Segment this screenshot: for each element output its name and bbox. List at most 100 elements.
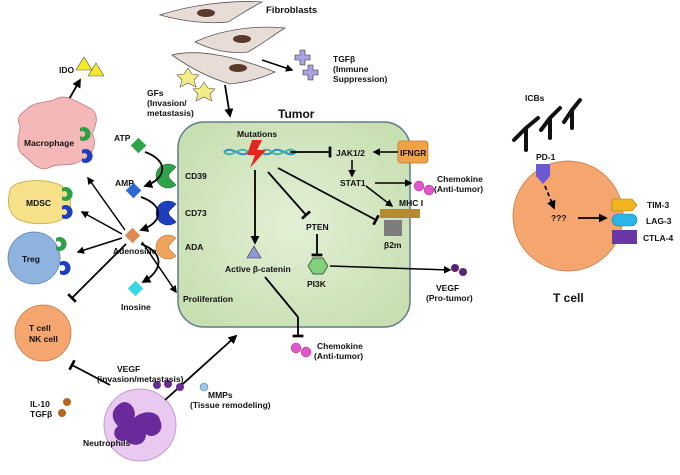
chemokine-bottom-2 [300, 346, 312, 358]
macrophage-cell [17, 96, 97, 170]
vegf-pro-label-1: VEGF [436, 283, 459, 293]
b2m-label: β2m [384, 240, 402, 250]
gfs-label-3: metastasis) [147, 108, 194, 118]
b2m-box [384, 220, 402, 236]
fibroblast-cell-3 [171, 52, 277, 85]
chemokine-top-1 [413, 180, 425, 192]
treg-label: Treg [22, 254, 40, 264]
inhibit-neutro-tcell [68, 359, 111, 386]
arrow-adenosine-treg [76, 237, 123, 254]
macrophage-green-receptor [80, 126, 91, 141]
arrow-adenosine-proliferation [141, 241, 177, 294]
cd73-label: CD73 [185, 208, 207, 218]
tcell-nk-label-1: T cell [29, 323, 51, 333]
macrophage-label: Macrophage [24, 138, 74, 148]
unknown-label: ??? [551, 213, 567, 223]
tcell-nk-label-2: NK cell [29, 334, 58, 344]
vegf-inv-1 [153, 381, 161, 389]
amp-diamond [125, 182, 142, 199]
vegf-inv-2 [164, 380, 172, 388]
gfs-label-1: GFs [147, 88, 164, 98]
ctla4-label: CTLA-4 [643, 233, 673, 243]
mdsc-label: MDSC [26, 198, 51, 208]
pd1-label: PD-1 [536, 152, 556, 162]
fibroblasts-group: Fibroblasts [158, 1, 317, 85]
arrow-adenosine-inosine [140, 243, 160, 283]
chemokine-top-label-2: (Anti-tumor) [434, 184, 483, 194]
gf-star-2 [192, 81, 216, 102]
tumor-label: Tumor [278, 107, 315, 121]
inosine-diamond [127, 280, 144, 297]
ido-label: IDO [59, 65, 75, 75]
vegf-inv-label-2: (invasion/metastasis) [97, 374, 184, 384]
il10-dot [63, 398, 71, 406]
icb-antibody-3 [562, 98, 582, 130]
ido-triangles: IDO [59, 56, 105, 77]
vegf-inv-3 [176, 383, 184, 391]
catenin-triangle [246, 245, 262, 259]
tcell-large [512, 160, 624, 272]
pten-label: PTEN [306, 222, 329, 232]
pd1-receptor [536, 164, 550, 184]
gf-star-1 [176, 67, 200, 88]
arrow-stat-to-mhc [365, 185, 394, 207]
tim3-receptor [611, 198, 638, 212]
vegf-pro-label-2: (Pro-tumor) [426, 293, 473, 303]
fibroblast-nucleus-1 [197, 9, 215, 17]
lag3-label: LAG-3 [646, 216, 672, 226]
proliferation-label: Proliferation [183, 294, 233, 304]
arrow-fibro-to-tgfb [261, 59, 294, 72]
arrow-adenosine-mdsc [80, 211, 123, 235]
treg-cell [7, 231, 61, 285]
fibroblast-nucleus-3 [229, 64, 247, 72]
mhc-bar [380, 209, 420, 218]
atp-label: ATP [114, 133, 131, 143]
inhibit-mutations-pten [267, 171, 311, 220]
mmps-label-2: (Tissue remodeling) [190, 400, 271, 410]
icb-antibody-2 [539, 106, 562, 140]
atp-diamond [130, 137, 147, 154]
chemokine-top-2 [423, 184, 435, 196]
chemokine-bottom-label-2: (Anti-tumor) [314, 351, 363, 361]
vegf-inv-label-1: VEGF [117, 364, 140, 374]
adenosine-diamond [124, 227, 141, 244]
inhibit-catenin-chemokine [264, 276, 299, 318]
tgfb-label-3: Suppression) [333, 74, 387, 84]
ada-label: ADA [185, 242, 203, 252]
inhibit-adenosine-tcell [67, 243, 127, 303]
catenin-label: Active β-catenin [225, 264, 291, 274]
treg-green-receptor [56, 237, 67, 251]
icb-antibody-1 [512, 116, 540, 152]
chemokine-bottom-label-1: Chemokine [317, 341, 363, 351]
cd39-enzyme [155, 163, 177, 189]
fibroblasts-label: Fibroblasts [266, 5, 317, 16]
arrow-atp-amp [143, 151, 163, 188]
mdsc-green-receptor [62, 187, 73, 201]
tcell-nk-cell [14, 304, 72, 362]
tgfb-neutro-label: TGFβ [30, 409, 52, 419]
amp-label: AMP [115, 178, 134, 188]
neutrophils-label: Neutrophils [83, 438, 130, 448]
ido-triangle-1 [75, 56, 93, 71]
inosine-label: Inosine [121, 302, 151, 312]
arrow-amp-adenosine [139, 196, 159, 232]
tim3-label: TIM-3 [647, 200, 669, 210]
mmps-dot [199, 382, 209, 392]
arrow-pd1-signal [544, 185, 556, 210]
tgfb-crosses: TGFβ (Immune Suppression) [294, 49, 387, 84]
chemokine-bottom-1 [290, 342, 302, 354]
arrow-fibro-to-tumor [224, 84, 234, 118]
arrow-adenosine-macrophage [87, 176, 126, 231]
chemokine-top-label-1: Chemokine [437, 174, 483, 184]
jak-label: JAK1/2 [336, 148, 365, 158]
icbs-label: ICBs [525, 93, 545, 103]
tgfb-label-2: (Immune [333, 64, 369, 74]
vegf-pro-1 [451, 264, 459, 272]
tcell-label: T cell [553, 291, 584, 305]
mhc-label: MHC I [399, 198, 423, 208]
ido-triangle-2 [87, 62, 105, 77]
ctla4-receptor [612, 230, 637, 244]
tgfb-label-1: TGFβ [333, 54, 355, 64]
adenosine-label: Adenosine [113, 246, 157, 256]
